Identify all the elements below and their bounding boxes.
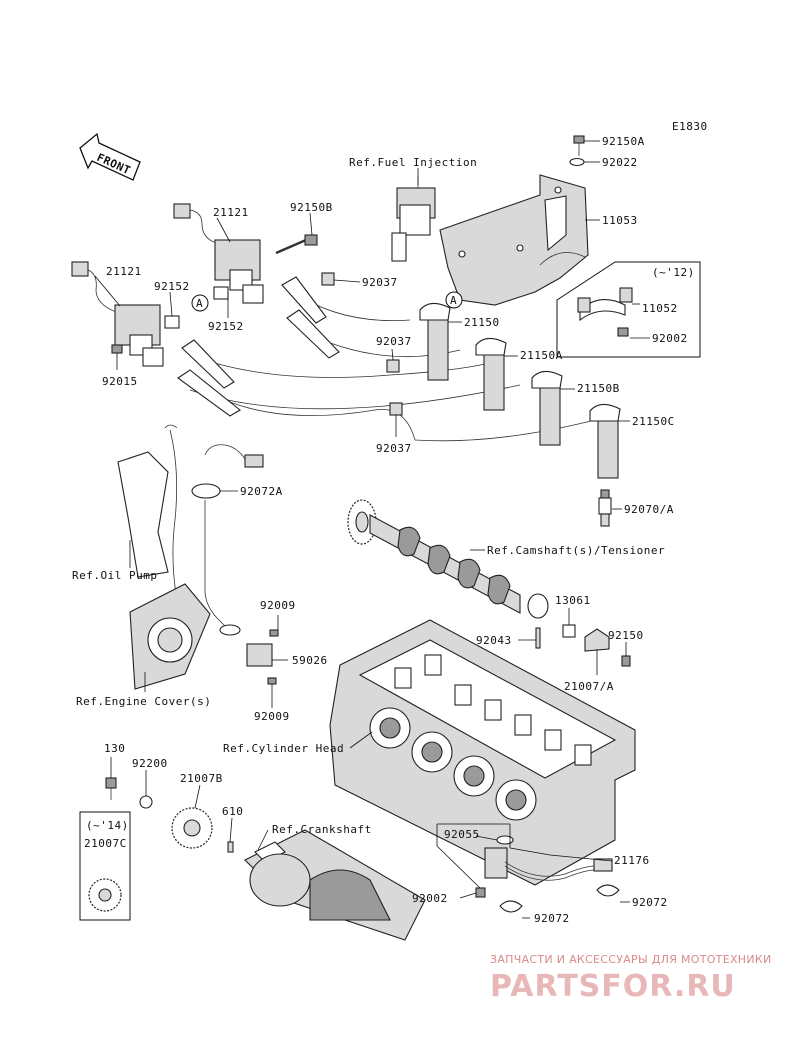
ignition-coil-21121-lower <box>71 261 164 367</box>
bolt-92150 <box>621 655 631 667</box>
watermark-tagline: ЗАПЧАСТИ И АКСЕССУАРЫ ДЛЯ МОТОТЕХНИКИ <box>490 953 772 966</box>
clamp-92072A <box>191 483 221 499</box>
part-labels: 92150A 92022 11053 Ref.Fuel Injection 21… <box>72 135 695 925</box>
label-21176: 21176 <box>614 854 650 867</box>
label-92152-right: 92152 <box>208 320 244 333</box>
label-ref-oil-pump: Ref.Oil Pump <box>72 569 157 582</box>
plug-cap-21150B <box>531 370 563 446</box>
label-92072-bottom: 92072 <box>534 912 570 925</box>
label-year-12: (~'12) <box>652 266 695 279</box>
clamp-11052-box <box>556 261 701 358</box>
pin-92043 <box>535 627 541 649</box>
plug-cap-21150C <box>589 403 621 479</box>
label-92037-top: 92037 <box>362 276 398 289</box>
oil-pump-bracket <box>117 424 178 601</box>
plug-cap-21150A <box>475 337 507 411</box>
leader-lines <box>94 140 650 919</box>
bracket-11053 <box>439 174 589 306</box>
label-92009-bottom: 92009 <box>254 710 290 723</box>
label-92150A: 92150A <box>602 135 645 148</box>
label-610: 610 <box>222 805 243 818</box>
cylinder-head <box>329 619 636 886</box>
ignition-coil-21121-upper <box>173 203 264 304</box>
washer-92022 <box>569 157 585 167</box>
pin-610 <box>227 841 234 853</box>
nut-92015 <box>111 344 123 354</box>
label-11053: 11053 <box>602 214 638 227</box>
label-92022: 92022 <box>602 156 638 169</box>
diagram-code: E1830 <box>672 120 708 133</box>
clamp-92037 <box>321 272 403 416</box>
label-92070A: 92070/A <box>624 503 674 516</box>
washer-92200 <box>139 795 153 809</box>
rotor-21007A <box>584 628 610 652</box>
label-92072-right: 92072 <box>632 896 668 909</box>
label-92150B: 92150B <box>290 201 333 214</box>
label-21007B: 21007B <box>180 772 223 785</box>
label-21121-upper: 21121 <box>213 206 249 219</box>
label-92200: 92200 <box>132 757 168 770</box>
boot-sleeves <box>177 276 340 417</box>
front-arrow-icon: FRONT <box>79 132 141 181</box>
label-92002-top: 92002 <box>652 332 688 345</box>
svg-text:A: A <box>450 294 457 307</box>
label-92072A: 92072A <box>240 485 283 498</box>
label-92009-top: 92009 <box>260 599 296 612</box>
label-ref-engine-cover: Ref.Engine Cover(s) <box>76 695 211 708</box>
label-21150B: 21150B <box>577 382 620 395</box>
cam-sensor-21176 <box>484 835 613 881</box>
label-92037-mid: 92037 <box>376 335 412 348</box>
pickup-coil-59026 <box>219 624 279 685</box>
camshaft <box>347 499 549 619</box>
label-21007A: 21007/A <box>564 680 614 693</box>
plug-cap-21150 <box>419 302 451 381</box>
engine-cover <box>129 583 211 690</box>
label-92055: 92055 <box>444 828 480 841</box>
label-ref-cylinder-head: Ref.Cylinder Head <box>223 742 344 755</box>
label-130: 130 <box>104 742 125 755</box>
bolt-92150B <box>275 234 318 255</box>
label-21150C: 21150C <box>632 415 675 428</box>
crankshaft <box>244 829 426 941</box>
spark-plug-92070 <box>598 489 612 527</box>
label-21007C: 21007C <box>84 837 127 850</box>
collar-13061 <box>562 624 576 638</box>
collar-92152 <box>164 286 229 329</box>
rotor-21007B <box>171 807 213 849</box>
bolt-130 <box>105 777 117 789</box>
callout-a-right: A <box>445 291 463 309</box>
label-92152-left: 92152 <box>154 280 190 293</box>
svg-text:A: A <box>196 297 203 310</box>
label-92150: 92150 <box>608 629 644 642</box>
label-92002-bottom: 92002 <box>412 892 448 905</box>
rotor-21007C-box <box>79 811 131 921</box>
label-21150A: 21150A <box>520 349 563 362</box>
label-21150: 21150 <box>464 316 500 329</box>
label-92043: 92043 <box>476 634 512 647</box>
bolt-92150A <box>573 135 585 156</box>
label-21121-lower: 21121 <box>106 265 142 278</box>
label-ref-crankshaft: Ref.Crankshaft <box>272 823 372 836</box>
fuel-injection-unit <box>391 175 436 262</box>
clamp-92072-lower <box>499 900 523 913</box>
label-ref-camshaft: Ref.Camshaft(s)/Tensioner <box>487 544 665 557</box>
clamp-92072-right <box>596 884 620 897</box>
label-92015: 92015 <box>102 375 138 388</box>
label-92037-bottom: 92037 <box>376 442 412 455</box>
callout-a-left: A <box>191 294 209 312</box>
label-year-14: (~'14) <box>86 819 129 832</box>
bolt-92002 <box>475 887 486 898</box>
label-11052: 11052 <box>642 302 678 315</box>
label-13061: 13061 <box>555 594 591 607</box>
pickup-harness <box>204 444 264 629</box>
label-59026: 59026 <box>292 654 328 667</box>
label-ref-fuel-injection: Ref.Fuel Injection <box>349 156 477 169</box>
watermark-logo: PARTSFOR.RU <box>490 969 736 1004</box>
